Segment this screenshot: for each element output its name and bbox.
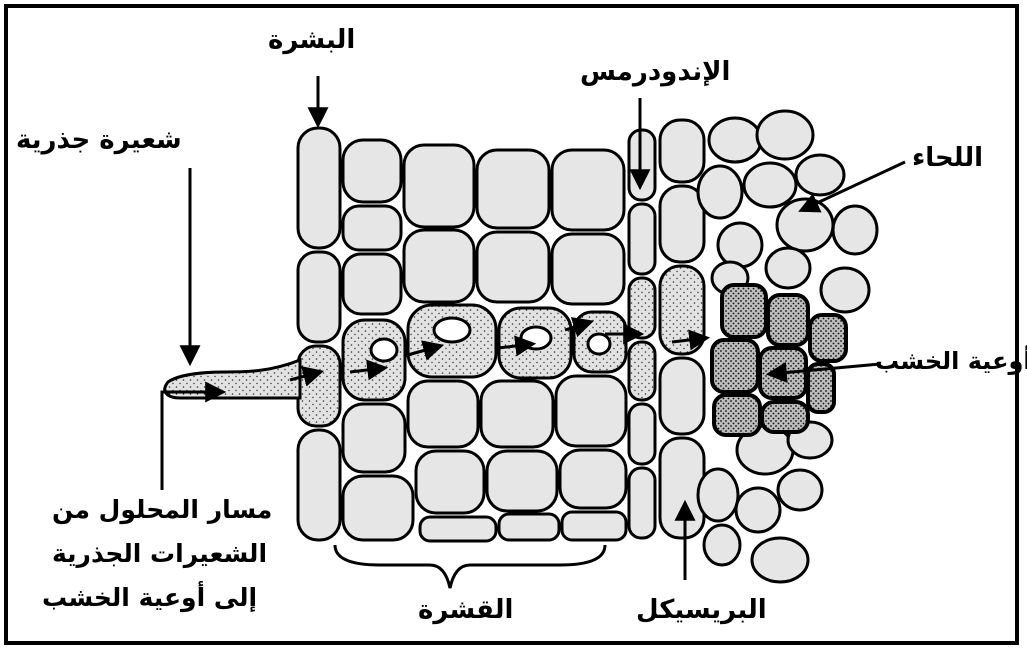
- label-path-line2: الشعيرات الجذرية: [52, 540, 267, 569]
- label-phloem: اللحاء: [912, 144, 983, 174]
- pericycle-cells: [660, 120, 704, 538]
- xylem-vessels: [712, 285, 846, 435]
- label-endodermis: الإندودرمس: [580, 58, 730, 88]
- label-path-line1: مسار المحلول من: [52, 496, 272, 525]
- label-xylem-vessels: أوعية الخشب: [875, 348, 1027, 376]
- epidermis-cells: [298, 128, 340, 540]
- label-epidermis: البشرة: [268, 26, 355, 56]
- label-cortex: القشرة: [418, 596, 513, 626]
- label-path-line3: إلى أوعية الخشب: [42, 584, 257, 613]
- label-root-hair: شعيرة جذرية: [16, 126, 182, 156]
- label-pericycle: البريسيكل: [636, 596, 767, 626]
